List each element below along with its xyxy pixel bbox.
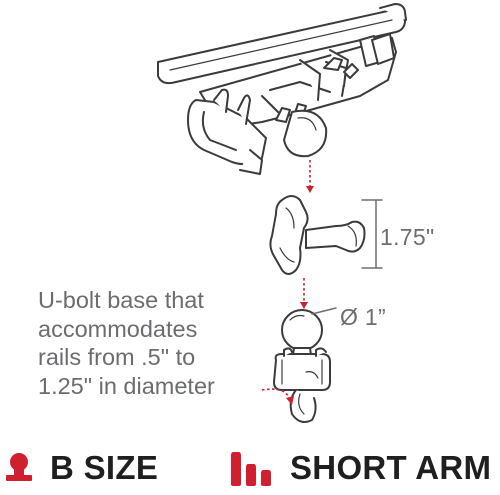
u-bolt-base [273, 309, 331, 423]
socket-arm-dimension: 1.75" [380, 224, 435, 250]
description-line: U-bolt base that [38, 287, 204, 313]
arm-label: SHORT ARM [290, 449, 492, 486]
ball-size-icon [6, 453, 32, 481]
double-socket-arm [269, 195, 383, 275]
arm-badge: SHORT ARM [228, 448, 491, 488]
description-line: accommodates [38, 315, 198, 342]
description-line: rails from .5" to [38, 344, 196, 370]
ball-diameter-label: Ø 1” [340, 304, 386, 330]
phone-cradle [157, 3, 407, 175]
size-badge: B SIZE [2, 448, 158, 488]
base-description: U-bolt base that accommodates rails from… [38, 286, 278, 400]
description-line: 1.25" in diameter [38, 372, 215, 399]
size-label: B SIZE [50, 449, 159, 486]
diameter-leader [311, 307, 337, 315]
arm-length-icon [231, 452, 271, 486]
